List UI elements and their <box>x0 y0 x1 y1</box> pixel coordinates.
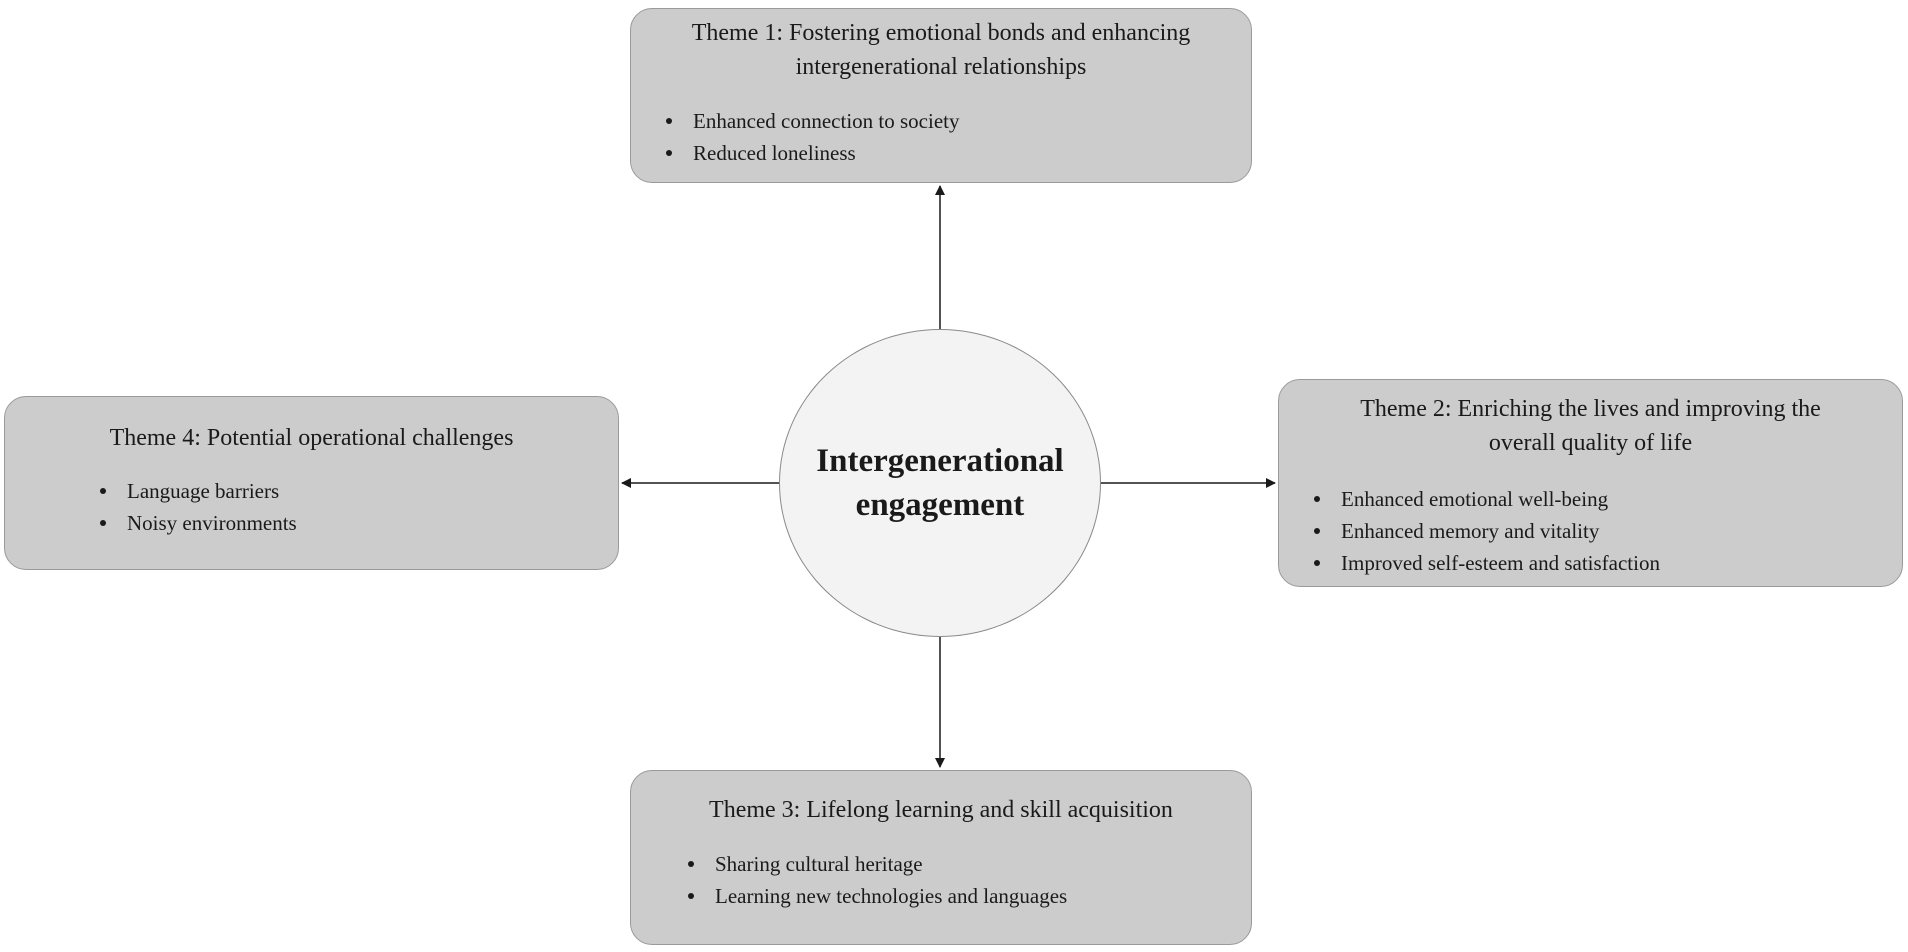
list-item: Enhanced memory and vitality <box>1307 515 1902 547</box>
theme-1-list: Enhanced connection to society Reduced l… <box>659 105 1251 169</box>
theme-3-list: Sharing cultural heritage Learning new t… <box>681 848 1251 912</box>
theme-4-box: Theme 4: Potential operational challenge… <box>4 396 619 570</box>
list-item: Enhanced connection to society <box>659 105 1251 137</box>
theme-2-box: Theme 2: Enriching the lives and improvi… <box>1278 379 1903 587</box>
theme-4-title: Theme 4: Potential operational challenge… <box>109 425 514 451</box>
theme-1-box: Theme 1: Fostering emotional bonds and e… <box>630 8 1252 183</box>
list-item: Improved self-esteem and satisfaction <box>1307 547 1902 579</box>
theme-2-list: Enhanced emotional well-being Enhanced m… <box>1307 483 1902 579</box>
theme-1-title: Theme 1: Fostering emotional bonds and e… <box>691 20 1191 80</box>
theme-3-box: Theme 3: Lifelong learning and skill acq… <box>630 770 1252 945</box>
theme-2-title: Theme 2: Enriching the lives and improvi… <box>1360 396 1821 456</box>
list-item: Sharing cultural heritage <box>681 848 1251 880</box>
theme-4-list: Language barriers Noisy environments <box>93 475 618 539</box>
theme-3-title: Theme 3: Lifelong learning and skill acq… <box>709 797 1173 823</box>
list-item: Enhanced emotional well-being <box>1307 483 1902 515</box>
center-label: Intergenerational engagement <box>816 443 1064 523</box>
list-item: Language barriers <box>93 475 618 507</box>
list-item: Noisy environments <box>93 507 618 539</box>
center-node: Intergenerational engagement <box>779 329 1101 637</box>
list-item: Learning new technologies and languages <box>681 880 1251 912</box>
list-item: Reduced loneliness <box>659 137 1251 169</box>
